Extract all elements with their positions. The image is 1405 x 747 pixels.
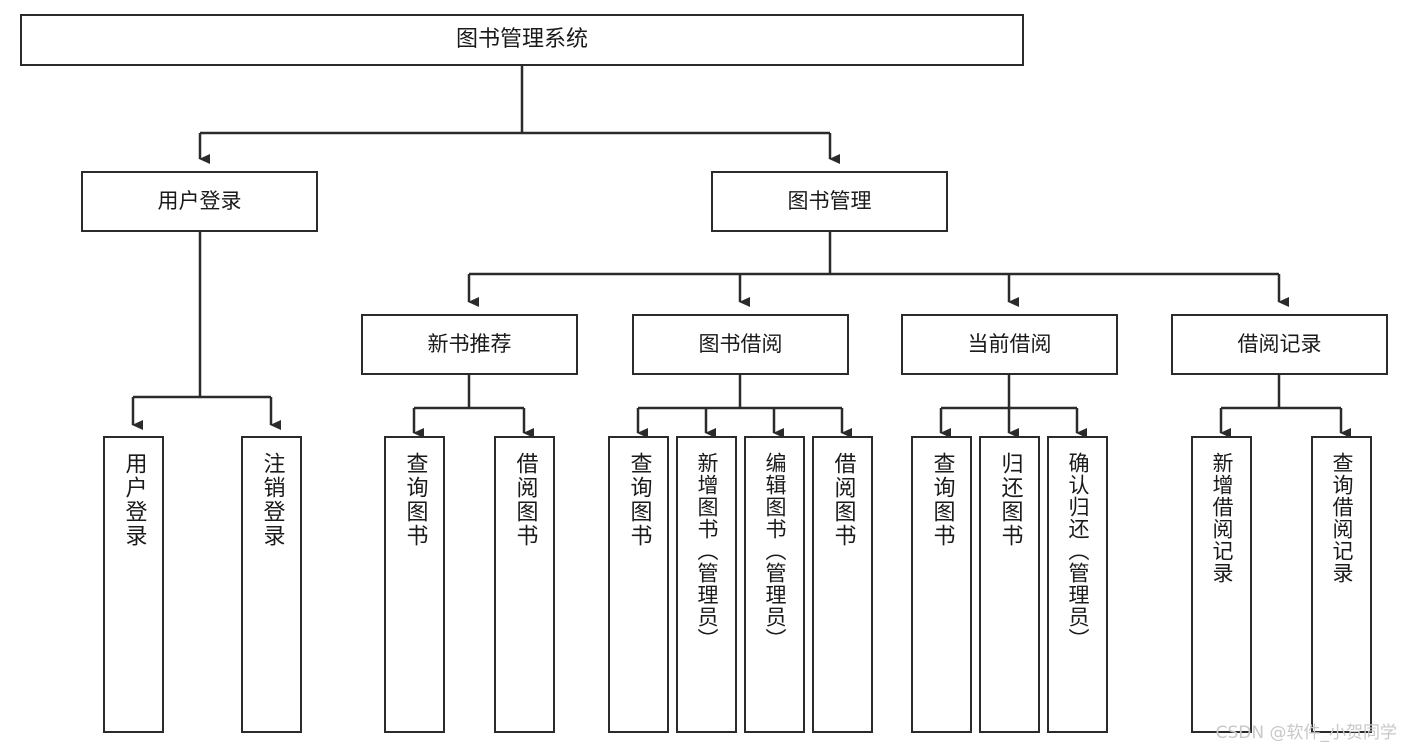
- leaf-user-login-logout[interactable]: 注销登录: [241, 436, 302, 733]
- csdn-watermark: CSDN @软件_小贺同学: [1215, 723, 1397, 743]
- leaf-current-borrow-query[interactable]: 查询图书: [911, 436, 972, 733]
- leaf-new-book-borrow-label: 借阅图书: [512, 452, 538, 548]
- node-borrow-record-label: 借阅记录: [1237, 331, 1322, 356]
- node-current-borrow[interactable]: 当前借阅: [901, 314, 1118, 375]
- node-borrow-record[interactable]: 借阅记录: [1171, 314, 1388, 375]
- leaf-new-book-query-label: 查询图书: [402, 452, 428, 548]
- node-root[interactable]: 图书管理系统: [20, 14, 1024, 66]
- leaf-book-borrow-borrow-label: 借阅图书: [830, 452, 856, 548]
- node-user-login-label: 用户登录: [157, 188, 242, 213]
- leaf-current-borrow-confirm-label: 确认归还（管理员）: [1066, 452, 1090, 650]
- leaf-book-borrow-edit[interactable]: 编辑图书（管理员）: [744, 436, 805, 733]
- leaf-borrow-record-add-label: 新增借阅记录: [1210, 452, 1234, 584]
- leaf-current-borrow-return-label: 归还图书: [997, 452, 1023, 548]
- leaf-current-borrow-query-label: 查询图书: [929, 452, 955, 548]
- leaf-book-borrow-borrow[interactable]: 借阅图书: [812, 436, 873, 733]
- node-current-borrow-label: 当前借阅: [967, 331, 1052, 356]
- leaf-user-login-login-label: 用户登录: [121, 452, 147, 548]
- leaf-borrow-record-query-label: 查询借阅记录: [1330, 452, 1354, 584]
- leaf-current-borrow-confirm[interactable]: 确认归还（管理员）: [1047, 436, 1108, 733]
- node-book-manage-label: 图书管理: [787, 188, 872, 213]
- leaf-book-borrow-query-label: 查询图书: [626, 452, 652, 548]
- leaf-borrow-record-add[interactable]: 新增借阅记录: [1191, 436, 1252, 733]
- leaf-book-borrow-edit-label: 编辑图书（管理员）: [763, 452, 787, 650]
- leaf-user-login-logout-label: 注销登录: [259, 452, 285, 548]
- node-new-book-label: 新书推荐: [427, 331, 512, 356]
- node-new-book[interactable]: 新书推荐: [361, 314, 578, 375]
- leaf-borrow-record-query[interactable]: 查询借阅记录: [1311, 436, 1372, 733]
- leaf-user-login-login[interactable]: 用户登录: [103, 436, 164, 733]
- node-root-label: 图书管理系统: [455, 26, 588, 52]
- leaf-new-book-query[interactable]: 查询图书: [384, 436, 445, 733]
- node-book-borrow-label: 图书借阅: [698, 331, 783, 356]
- leaf-book-borrow-add-label: 新增图书（管理员）: [695, 452, 719, 650]
- node-book-borrow[interactable]: 图书借阅: [632, 314, 849, 375]
- leaf-new-book-borrow[interactable]: 借阅图书: [494, 436, 555, 733]
- leaf-book-borrow-add[interactable]: 新增图书（管理员）: [676, 436, 737, 733]
- leaf-current-borrow-return[interactable]: 归还图书: [979, 436, 1040, 733]
- leaf-book-borrow-query[interactable]: 查询图书: [608, 436, 669, 733]
- node-book-manage[interactable]: 图书管理: [711, 171, 948, 232]
- node-user-login[interactable]: 用户登录: [81, 171, 318, 232]
